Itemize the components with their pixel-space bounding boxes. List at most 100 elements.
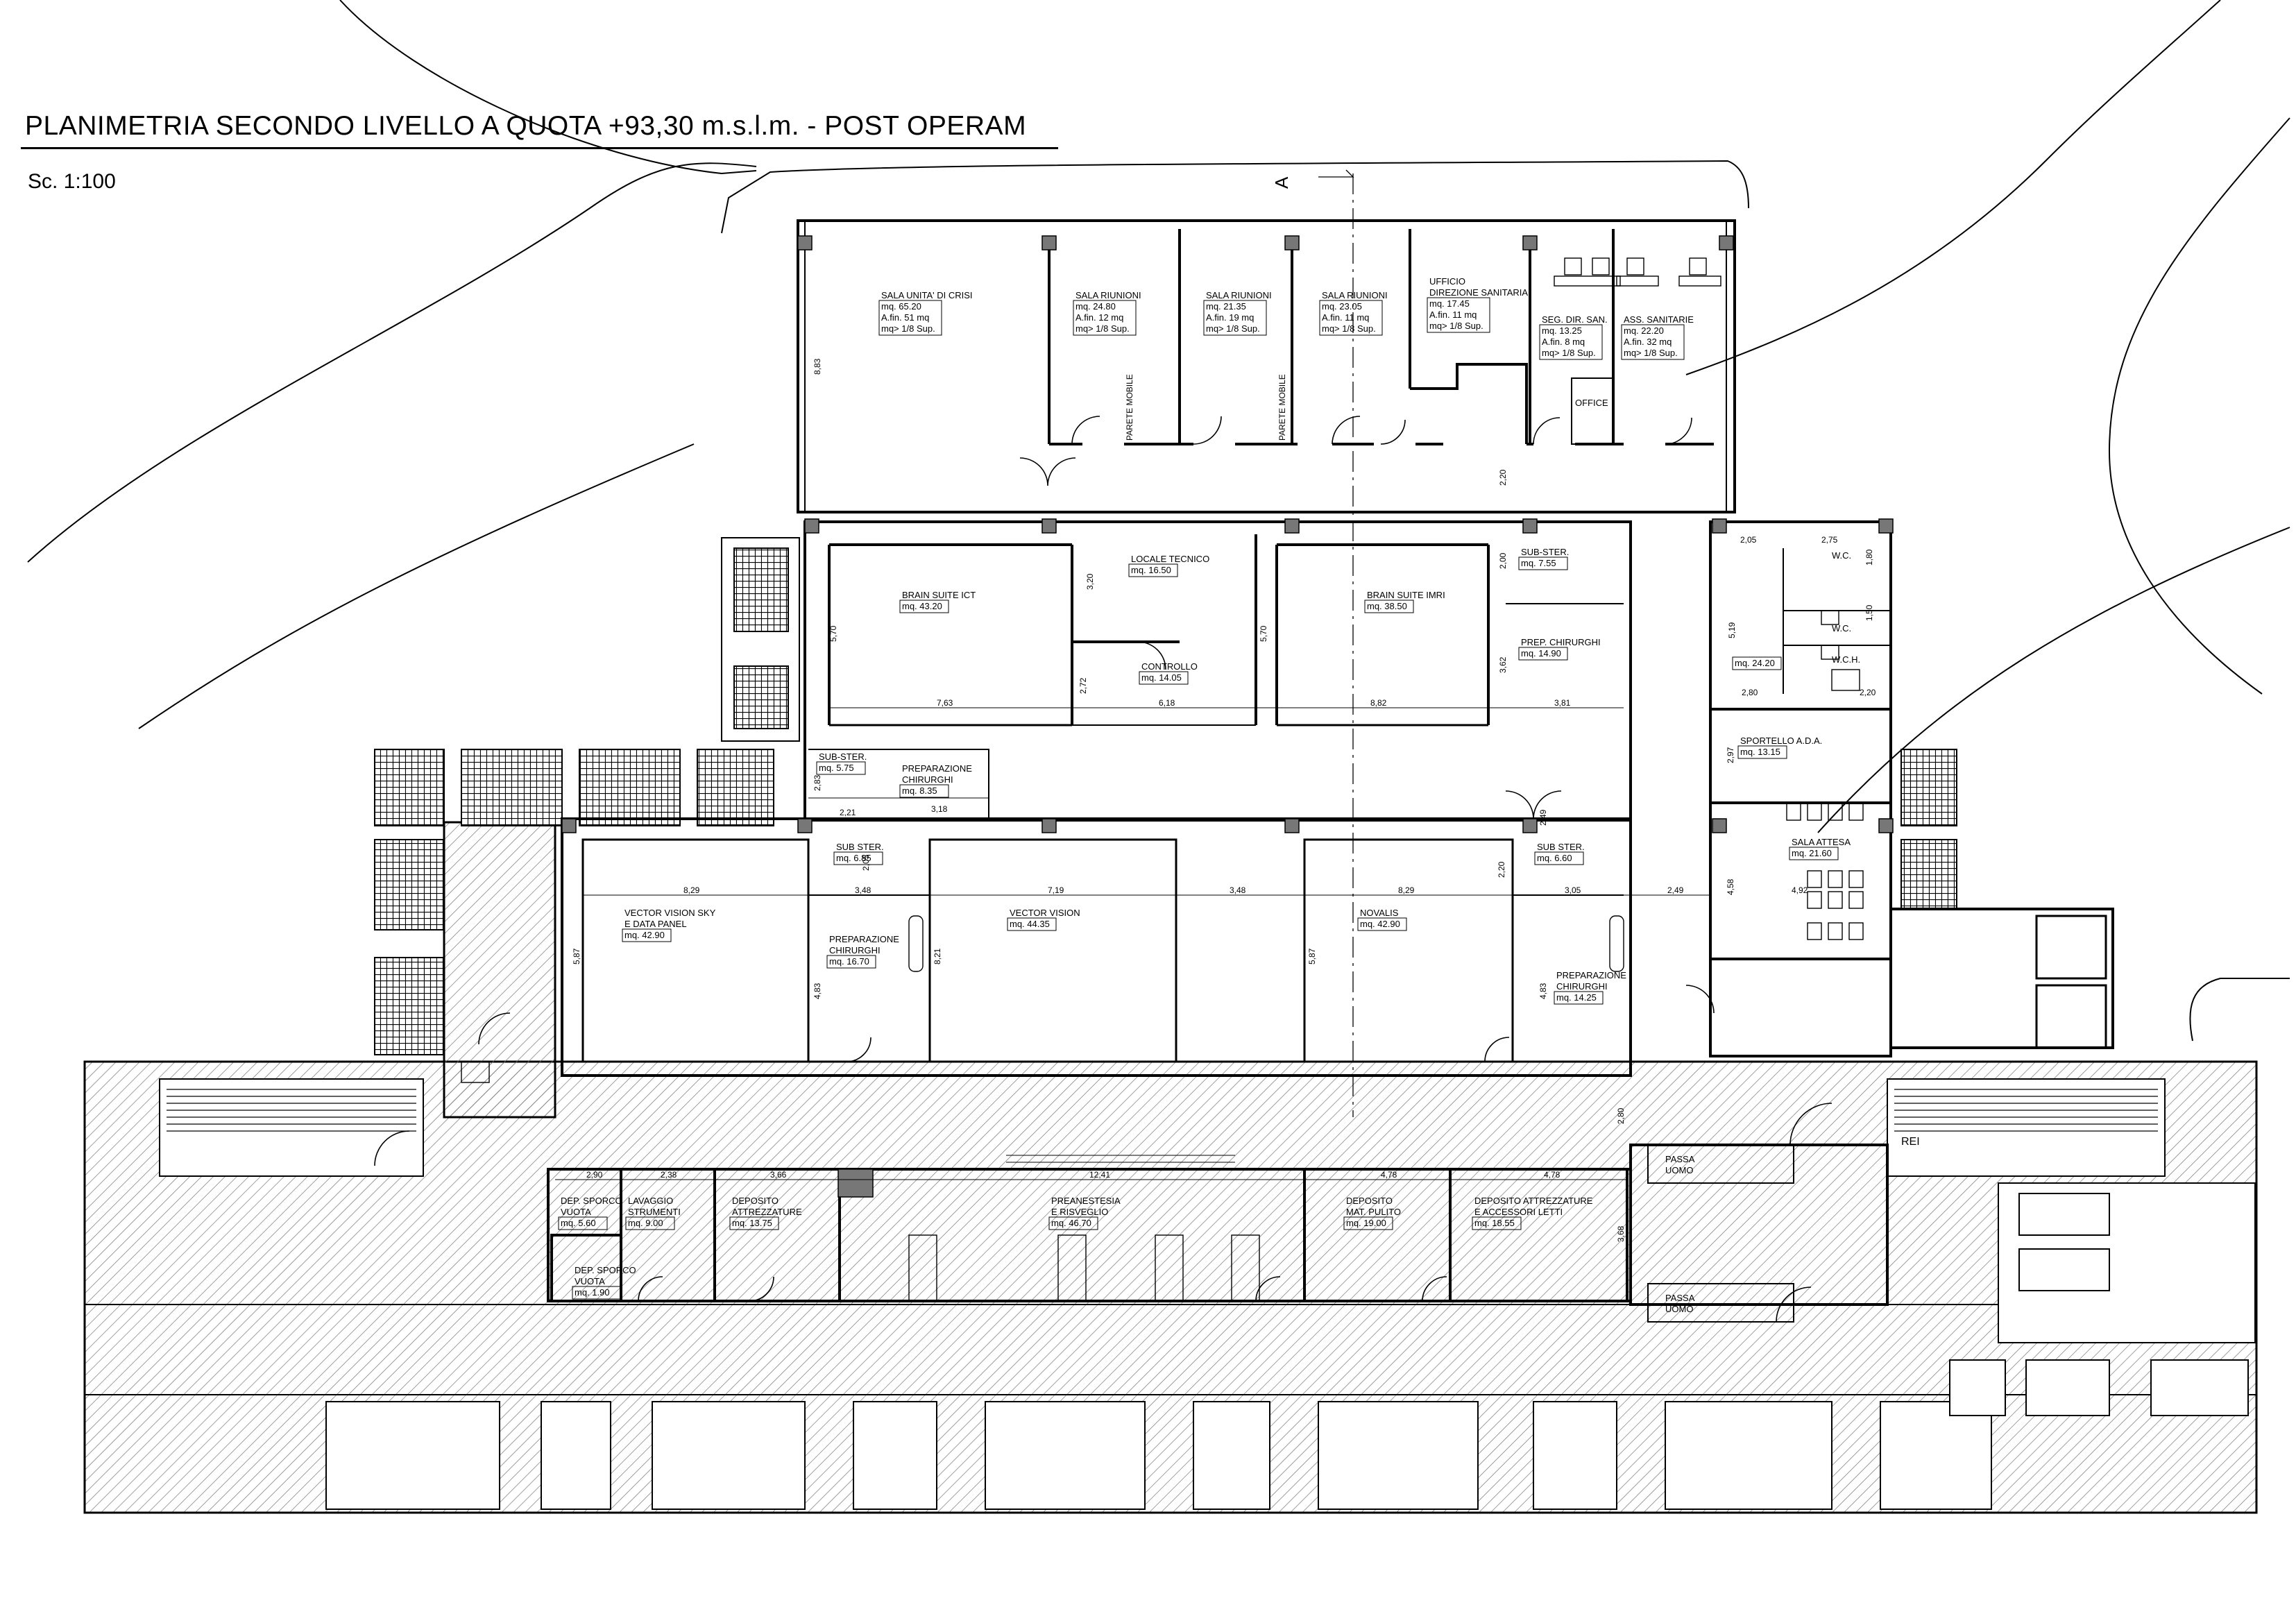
- dimension-value: 2,05: [1740, 535, 1757, 545]
- dimension-value: 2,90: [586, 1170, 603, 1180]
- room-text: OFFICE: [1575, 398, 1608, 408]
- drawing-title: PLANIMETRIA SECONDO LIVELLO A QUOTA +93,…: [25, 111, 1027, 141]
- room-text: SUB-STER.: [1521, 547, 1569, 557]
- area-box: [1554, 991, 1604, 1005]
- room-note: mq> 1/8 Sup.: [1075, 323, 1130, 334]
- section-marker: A: [1271, 176, 1292, 189]
- area-box: [1319, 300, 1383, 336]
- room-note: mq> 1/8 Sup.: [1322, 323, 1376, 334]
- existing-building: [83, 821, 2258, 1514]
- dimension-value: 4,83: [1538, 983, 1548, 999]
- rei-label: REI: [1901, 1136, 1920, 1148]
- room-text: mq. 13.25: [1542, 325, 1582, 336]
- room-note: A.fin. 19 mq: [1206, 312, 1254, 323]
- area-box: [1518, 556, 1568, 570]
- room-text: mq. 14.05: [1141, 672, 1182, 683]
- dimension-value: 2,80: [1742, 688, 1758, 697]
- room-text: mq. 44.35: [1010, 919, 1050, 929]
- room-text: VUOTA: [561, 1207, 591, 1217]
- dimension-value: 5,70: [828, 625, 838, 642]
- room-label-wch: W.C.H.: [1832, 654, 1860, 665]
- room-text: ASS. SANITARIE: [1624, 314, 1694, 325]
- room-text: VECTOR VISION SKY: [624, 908, 716, 918]
- dimension-value: 2,00: [1498, 552, 1508, 569]
- room-text: CHIRURGHI: [1556, 981, 1608, 992]
- room-text: mq. 43.20: [902, 601, 942, 611]
- dimension-value: 12,41: [1089, 1170, 1110, 1180]
- area-box: [572, 1286, 622, 1300]
- room-text: PREPARAZIONE: [1556, 970, 1626, 980]
- room-note: mq> 1/8 Sup.: [1206, 323, 1260, 334]
- room-text: VECTOR VISION: [1010, 908, 1080, 918]
- room-label-sportello-ada: SPORTELLO A.D.A.mq. 13.15: [1737, 736, 1822, 759]
- room-note: mq> 1/8 Sup.: [1542, 348, 1596, 358]
- room-text: mq. 65.20: [881, 301, 921, 312]
- room-text: SALA ATTESA: [1792, 837, 1851, 847]
- room-text: LOCALE TECNICO: [1131, 554, 1209, 564]
- area-box: [826, 955, 876, 969]
- room-text: mq. 24.80: [1075, 301, 1116, 312]
- room-label-wc-1: W.C.: [1832, 550, 1851, 561]
- room-label-office: OFFICE: [1575, 398, 1608, 408]
- dimension-value: 8,82: [1370, 698, 1387, 708]
- room-text: PASSA: [1665, 1154, 1695, 1164]
- room-text: DEP. SPORCO: [561, 1196, 622, 1206]
- room-text: mq. 17.45: [1429, 298, 1470, 309]
- dimension-value: 2,20: [1860, 688, 1876, 697]
- furniture: [461, 257, 1864, 1302]
- dimension-value: 5,70: [1259, 625, 1268, 642]
- room-text: W.C.: [1832, 623, 1851, 634]
- dimension-value: 2,38: [661, 1170, 677, 1180]
- room-text: PASSA: [1665, 1293, 1695, 1303]
- area-box: [729, 1216, 779, 1230]
- area-box: [1048, 1216, 1098, 1230]
- area-box: [1203, 300, 1267, 336]
- area-box: [625, 1216, 675, 1230]
- room-text: mq. 24.20: [1735, 658, 1775, 668]
- room-text: CONTROLLO: [1141, 661, 1198, 672]
- room-text: mq. 22.20: [1624, 325, 1664, 336]
- room-text: CHIRURGHI: [829, 945, 881, 955]
- room-text: STRUMENTI: [628, 1207, 681, 1217]
- room-text: mq. 13.75: [732, 1218, 772, 1228]
- dimension-value: 7,63: [937, 698, 953, 708]
- room-text: SUB STER.: [836, 842, 884, 852]
- room-text: SEG. DIR. SAN.: [1542, 314, 1608, 325]
- room-text: mq. 14.25: [1556, 992, 1597, 1003]
- area-box: [1472, 1216, 1522, 1230]
- dimension-value: 5,19: [1727, 622, 1737, 638]
- room-text: SALA RIUNIONI: [1075, 290, 1141, 300]
- room-text: mq. 6.60: [1537, 853, 1572, 863]
- room-text: mq. 18.55: [1474, 1218, 1515, 1228]
- room-text: mq. 7.55: [1521, 558, 1556, 568]
- area-box: [833, 851, 883, 865]
- room-text: mq. 19.00: [1346, 1218, 1386, 1228]
- dimension-value: 3,48: [855, 885, 871, 895]
- area-box: [558, 1216, 608, 1230]
- room-text: DEP. SPORCO: [575, 1265, 636, 1275]
- area-box: [1737, 745, 1787, 759]
- dimension-value: 2,97: [1726, 747, 1735, 763]
- room-text: mq. 6.85: [836, 853, 871, 863]
- dimension-value: 3,05: [1565, 885, 1581, 895]
- dimension-value: 3,20: [1085, 573, 1095, 590]
- dimension-value: 1,50: [1864, 604, 1874, 621]
- room-text: DEPOSITO: [1346, 1196, 1393, 1206]
- room-text: UOMO: [1665, 1304, 1693, 1314]
- room-text: mq. 21.60: [1792, 848, 1832, 858]
- dimension-value: 4,78: [1381, 1170, 1397, 1180]
- dimension-value: 2,80: [1616, 1107, 1626, 1124]
